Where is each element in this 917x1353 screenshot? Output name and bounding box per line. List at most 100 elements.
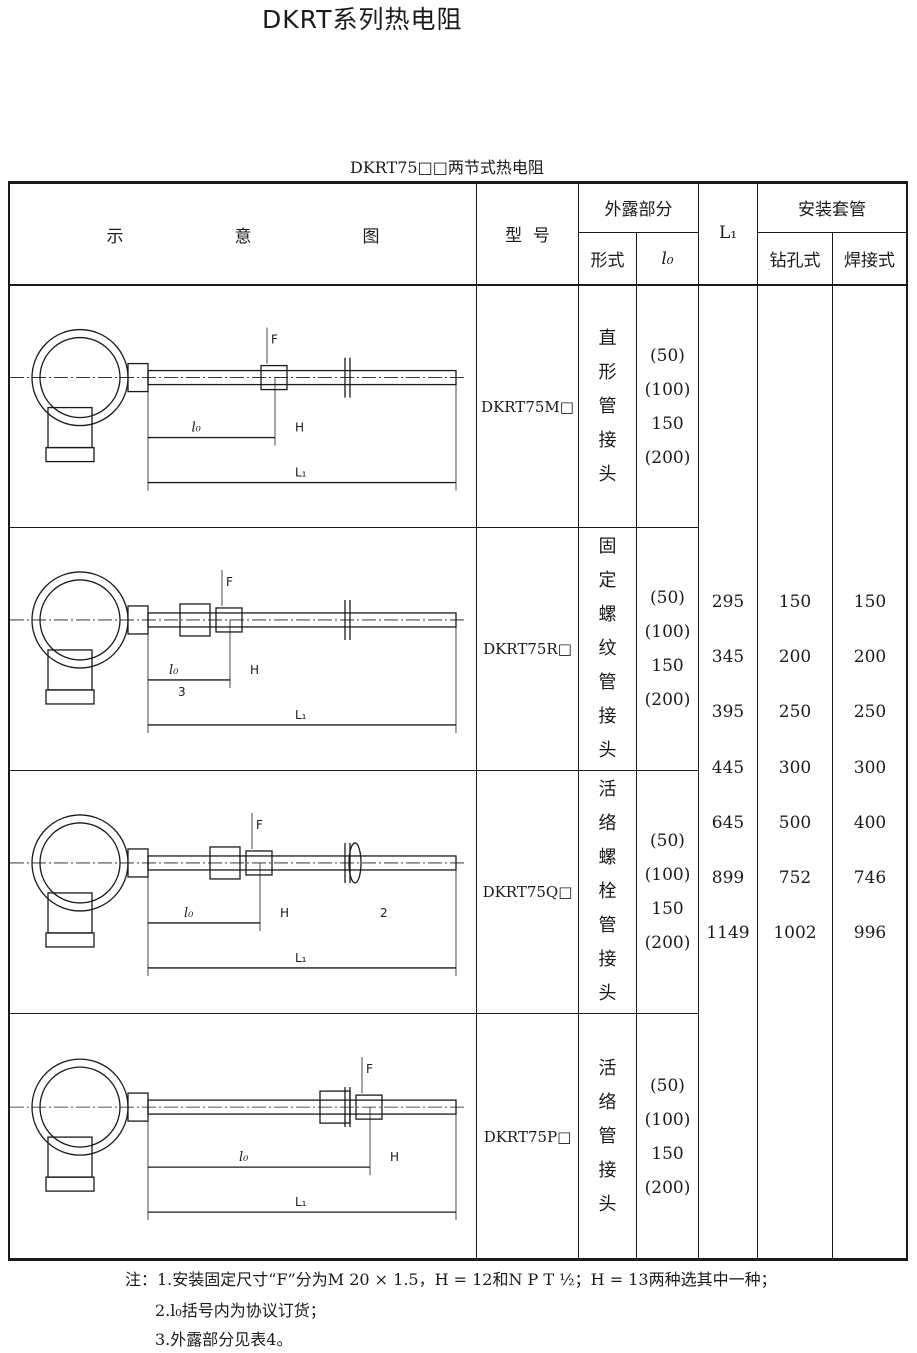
drill-value: 150 — [778, 592, 812, 612]
form-type: 活络管接头 — [579, 1014, 636, 1259]
l0-value: 150 — [651, 413, 684, 434]
header-l0: l₀ — [661, 248, 674, 269]
l0-values: (50)(100)150(200) — [637, 528, 698, 770]
row-divider — [8, 527, 698, 528]
l0-value: (200) — [644, 933, 691, 953]
dim-label-H: H — [280, 906, 289, 920]
row-divider — [8, 284, 908, 286]
weld-value: 400 — [853, 812, 887, 833]
drill-value: 500 — [778, 812, 812, 833]
form-char: 头 — [598, 463, 617, 485]
form-char: 定 — [598, 570, 617, 591]
form-char: 纹 — [598, 638, 617, 659]
l0-value: (50) — [650, 345, 685, 366]
table-border-bottom — [8, 1258, 908, 1261]
note-2: 2.l₀括号内为协议订货； — [155, 1301, 326, 1320]
weld-value: 250 — [853, 702, 887, 723]
weld-value: 996 — [853, 923, 887, 944]
dim-label-H: H — [390, 1150, 399, 1164]
form-char: 络 — [598, 813, 617, 834]
header-L1: L₁ — [718, 223, 738, 243]
note-1: 注：1.安装固定尺寸“F”分为M 20 × 1.5，H = 12和N P T ½… — [125, 1270, 777, 1289]
l0-value: (200) — [644, 1177, 691, 1198]
form-char: 络 — [598, 1091, 617, 1113]
diagram-lines — [10, 569, 465, 733]
note-3: 3.外露部分见表4。 — [155, 1330, 293, 1349]
L1-value: 645 — [711, 812, 745, 833]
dim-label-L1: L₁ — [295, 708, 307, 722]
l0-value: (100) — [644, 1109, 691, 1130]
cable-gland — [45, 689, 95, 705]
L1-value: 899 — [711, 868, 745, 888]
row-divider — [8, 770, 698, 771]
dim-label-l0: l₀ — [169, 663, 179, 678]
weld-value: 150 — [853, 592, 887, 612]
header-model: 型 号 — [505, 225, 550, 246]
drill-value: 300 — [778, 757, 812, 778]
form-char: 头 — [598, 740, 617, 761]
nut — [209, 846, 241, 880]
dim-label-F: F — [271, 333, 278, 347]
dim-label-L1: L₁ — [295, 1195, 307, 1209]
form-char: 管 — [598, 672, 617, 693]
diagram-lines — [10, 327, 465, 491]
flange — [348, 842, 362, 884]
head-neck — [47, 892, 93, 934]
weld-value: 300 — [853, 757, 887, 778]
form-type: 活络螺栓管接头 — [579, 771, 636, 1013]
fitting — [245, 850, 273, 876]
sheath-tube — [147, 1099, 457, 1115]
form-type: 直形管接头 — [579, 286, 636, 527]
row-divider — [757, 232, 907, 233]
header-sleeve: 安装套管 — [798, 199, 866, 220]
drill-value: 752 — [778, 868, 812, 888]
col-divider — [698, 181, 699, 1259]
form-char: 头 — [598, 1193, 617, 1215]
l0-value: 150 — [651, 899, 684, 919]
header-weld: 焊接式 — [844, 251, 895, 271]
dim-label-l0: l₀ — [192, 421, 202, 436]
header-drill: 钻孔式 — [769, 251, 821, 271]
l0-value: (200) — [644, 690, 691, 710]
l0-value: (100) — [644, 379, 691, 400]
drill-value: 1002 — [773, 923, 817, 944]
head-neck — [47, 649, 93, 691]
diagram-lines — [10, 812, 465, 976]
col-divider — [832, 232, 833, 1259]
dim-label-extra: 3 — [178, 685, 186, 699]
dim-label-L1: L₁ — [295, 466, 307, 480]
L1-value: 1149 — [706, 923, 750, 944]
form-char: 接 — [598, 429, 617, 451]
col-divider — [757, 181, 758, 1259]
L1-value: 345 — [711, 647, 745, 668]
form-char: 螺 — [598, 604, 617, 625]
document-title: DKRT系列热电阻 — [262, 5, 463, 34]
L1-value: 295 — [711, 592, 745, 612]
table-border-left — [8, 181, 10, 1261]
header-diagram-2: 意 — [234, 226, 252, 247]
dim-label-extra: 2 — [380, 906, 388, 920]
model-code: DKRT75Q□ — [482, 883, 573, 901]
weld-value: 746 — [853, 868, 887, 888]
dim-label-F: F — [226, 575, 233, 589]
header-exposed: 外露部分 — [604, 199, 673, 220]
fitting — [260, 364, 288, 391]
fitting — [215, 607, 243, 633]
form-char: 接 — [598, 949, 617, 970]
form-char: 直 — [598, 327, 617, 349]
form-char: 活 — [598, 1057, 617, 1079]
table-border-right — [906, 181, 908, 1261]
l0-value: (200) — [644, 447, 691, 468]
drill-value: 250 — [778, 702, 812, 723]
col-divider — [476, 181, 477, 1259]
header-form: 形式 — [590, 251, 625, 271]
model-code: DKRT75M□ — [481, 397, 574, 416]
row-divider — [8, 1013, 698, 1014]
weld-value: 200 — [853, 647, 887, 668]
form-char: 管 — [598, 915, 617, 936]
l0-values: (50)(100)150(200) — [637, 771, 698, 1013]
header-diagram-1: 示 — [106, 226, 124, 247]
